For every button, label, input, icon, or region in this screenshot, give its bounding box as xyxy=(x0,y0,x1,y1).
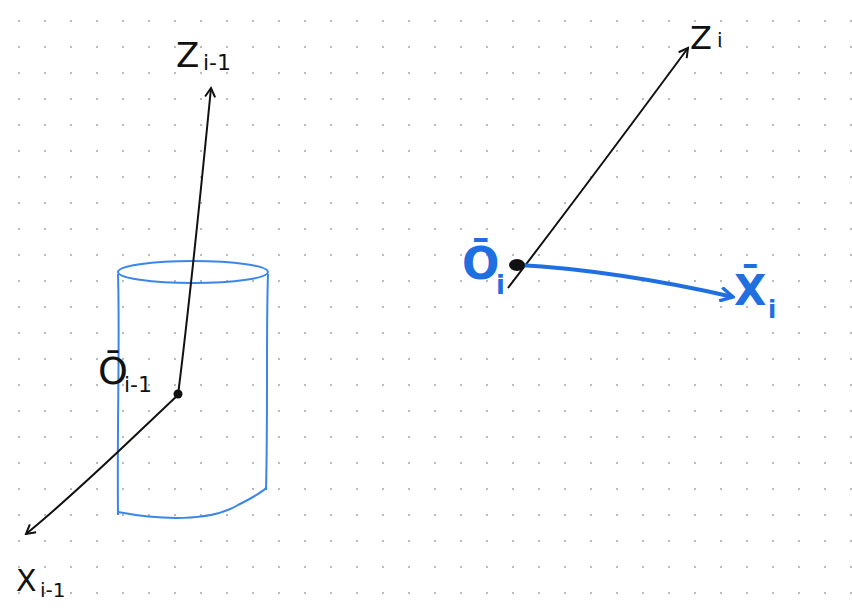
frame-axes xyxy=(26,88,211,534)
origin-label: Ō xyxy=(462,242,499,286)
cylinder-joint xyxy=(118,261,268,518)
axis-label: Z xyxy=(690,22,712,54)
origin-subscript: i xyxy=(496,272,505,298)
origin-dot xyxy=(509,259,525,271)
origin-dot xyxy=(174,390,183,399)
axis-subscript: i-1 xyxy=(203,52,231,74)
x-axis xyxy=(518,265,733,297)
origin-label: Ō xyxy=(98,352,128,390)
axis-subscript: i-1 xyxy=(40,580,66,600)
z-axis xyxy=(508,48,688,288)
axis-subscript: i xyxy=(768,298,776,322)
axis-label: X xyxy=(16,566,37,596)
axis-label: X̄ xyxy=(734,270,766,312)
origin-subscript: i-1 xyxy=(124,374,152,396)
axis-label: Z xyxy=(176,38,199,72)
axis-subscript: i xyxy=(717,30,723,50)
